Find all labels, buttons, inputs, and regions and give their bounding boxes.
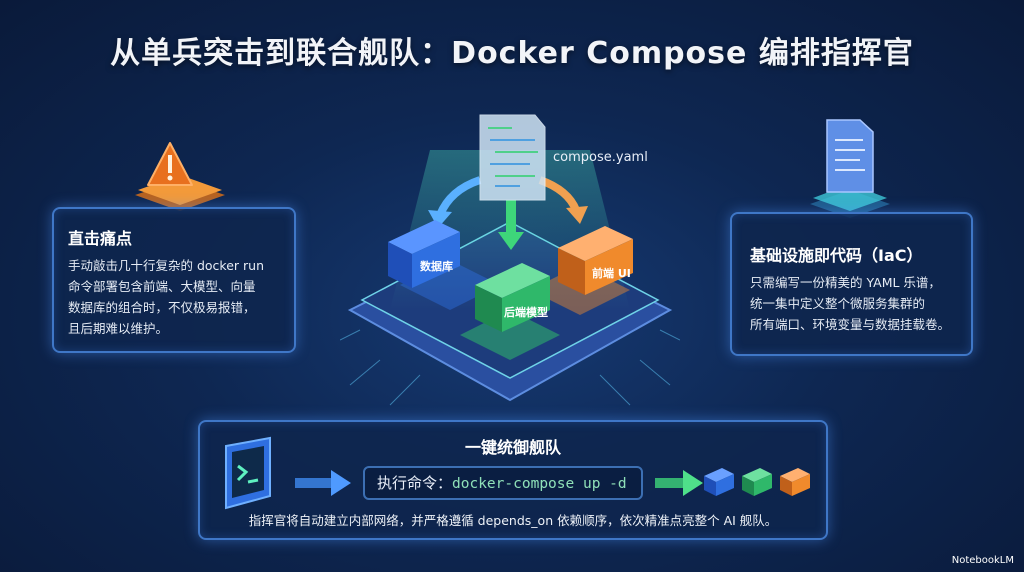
command-box: 执行命令：docker-compose up -d	[363, 466, 643, 500]
container-label: 数据库	[420, 259, 453, 273]
iac-panel: 基础设施即代码（IaC） 只需编写一份精美的 YAML 乐谱， 统一集中定义整个…	[730, 212, 973, 356]
pain-point-panel: 直击痛点 手动敲击几十行复杂的 docker run 命令部署包含前端、大模型、…	[52, 207, 296, 353]
one-click-panel: 一键统御舰队 执行命令：docker-compose up -d 指挥官将自动建…	[198, 420, 828, 540]
compose-platform-illustration: 数据库 后端模型 前端 UI	[340, 114, 680, 406]
one-click-description: 指挥官将自动建立内部网络，并严格遵循 depends_on 依赖顺序，依次精准点…	[248, 513, 778, 528]
arrow-to-database	[436, 176, 482, 217]
container-database: 数据库	[388, 220, 460, 288]
watermark: NotebookLM	[951, 555, 1014, 566]
arrow-to-backend	[506, 200, 516, 235]
one-click-heading: 一键统御舰队	[464, 438, 561, 457]
arrow-right-icon	[295, 470, 351, 496]
container-label: 前端 UI	[592, 266, 631, 280]
page-title: 从单兵突击到联合舰队：Docker Compose 编排指挥官	[110, 36, 914, 71]
terminal-icon	[225, 436, 271, 510]
iac-line: 只需编写一份精美的 YAML 乐谱，	[750, 275, 941, 290]
command-text: docker-compose up -d	[452, 476, 627, 492]
iac-heading: 基础设施即代码（IaC）	[750, 246, 923, 265]
container-backend: 后端模型	[475, 263, 550, 332]
circuit-lines	[340, 329, 680, 406]
iac-line: 所有端口、环境变量与数据挂载卷。	[750, 317, 951, 332]
pain-point-line: 且后期难以维护。	[68, 321, 169, 336]
yaml-document-icon	[810, 119, 890, 218]
iac-line: 统一集中定义整个微服务集群的	[750, 296, 926, 311]
warning-icon	[135, 142, 225, 211]
container-label: 后端模型	[504, 305, 548, 319]
arrow-right-icon	[655, 470, 703, 496]
pain-point-line: 命令部署包含前端、大模型、向量	[68, 279, 256, 294]
container-frontend: 前端 UI	[558, 226, 633, 295]
compose-file-icon	[479, 114, 546, 201]
container-fleet-icon	[704, 468, 810, 496]
command-prefix: 执行命令：	[377, 474, 453, 492]
pain-point-line: 手动敲击几十行复杂的 docker run	[68, 258, 265, 273]
compose-file-label: compose.yaml	[553, 150, 648, 165]
pain-point-heading: 直击痛点	[68, 229, 133, 248]
pain-point-line: 数据库的组合时，不仅极易报错，	[68, 300, 256, 315]
